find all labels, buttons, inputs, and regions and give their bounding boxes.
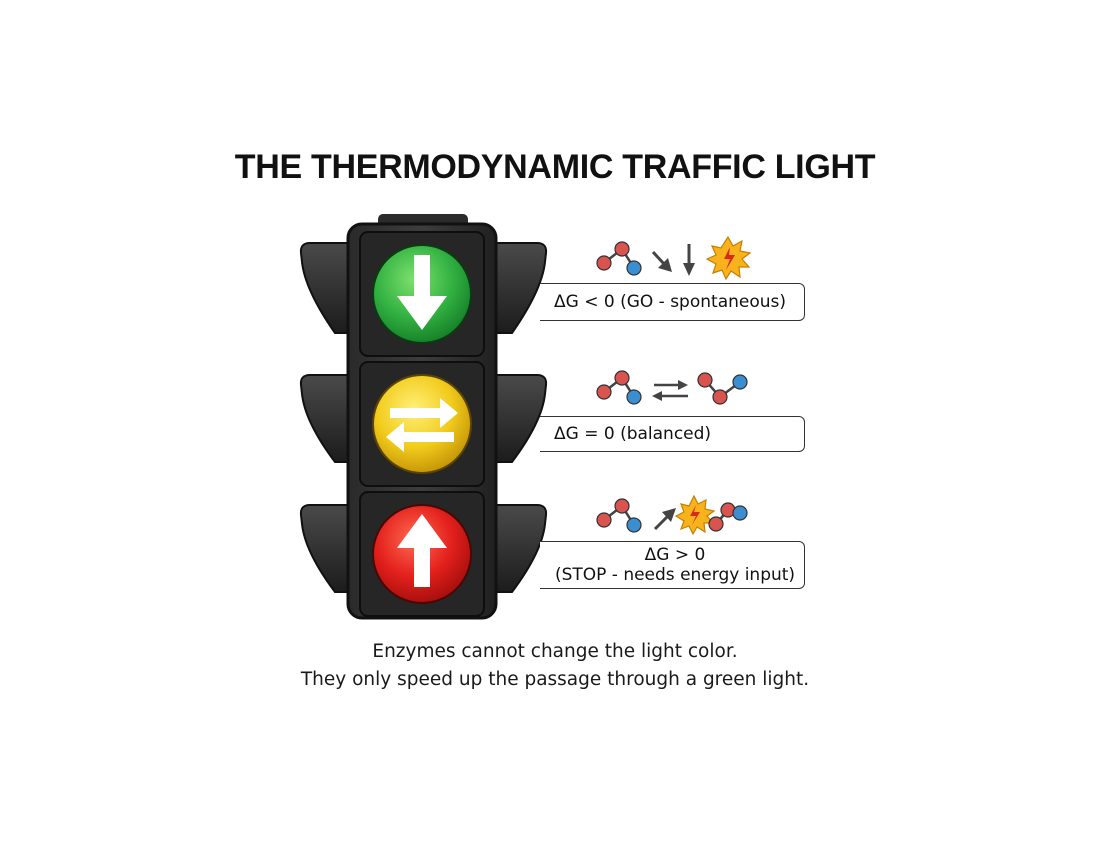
traffic-light-visors [299, 242, 548, 593]
up-arrow-icon [397, 514, 447, 587]
molecule-icon [596, 241, 642, 276]
reaction-arrow-icon [651, 244, 695, 276]
reaction-arrow-icon [653, 508, 676, 531]
molecule-icon [708, 502, 748, 532]
footer-line-1: Enzymes cannot change the light color. [372, 641, 738, 662]
red-label-line-2: (STOP - needs energy input) [554, 565, 796, 585]
equilibrium-arrows-icon [386, 398, 458, 452]
red-label-line-1: ΔG > 0 [644, 545, 706, 565]
yellow-label-text: ΔG = 0 (balanced) [554, 424, 712, 444]
green-label-text: ΔG < 0 (GO - spontaneous) [554, 292, 787, 312]
energy-burst-icon [705, 235, 752, 281]
footer-line-2: They only speed up the passage through a… [300, 669, 810, 690]
energy-burst-icon [674, 494, 716, 536]
diagram-title: THE THERMODYNAMIC TRAFFIC LIGHT [234, 148, 876, 186]
footer-caption: Enzymes cannot change the light color. T… [0, 638, 1100, 694]
yellow-lamp [372, 374, 472, 474]
yellow-light-label: ΔG = 0 (balanced) [540, 416, 805, 452]
red-light-label: ΔG > 0 (STOP - needs energy input) [540, 541, 805, 589]
down-arrow-icon [397, 255, 447, 330]
molecule-icon [596, 498, 642, 533]
equilibrium-arrows-icon [652, 380, 688, 401]
molecule-icon [596, 370, 642, 405]
green-light-label: ΔG < 0 (GO - spontaneous) [540, 283, 805, 321]
molecule-icon [697, 372, 748, 405]
